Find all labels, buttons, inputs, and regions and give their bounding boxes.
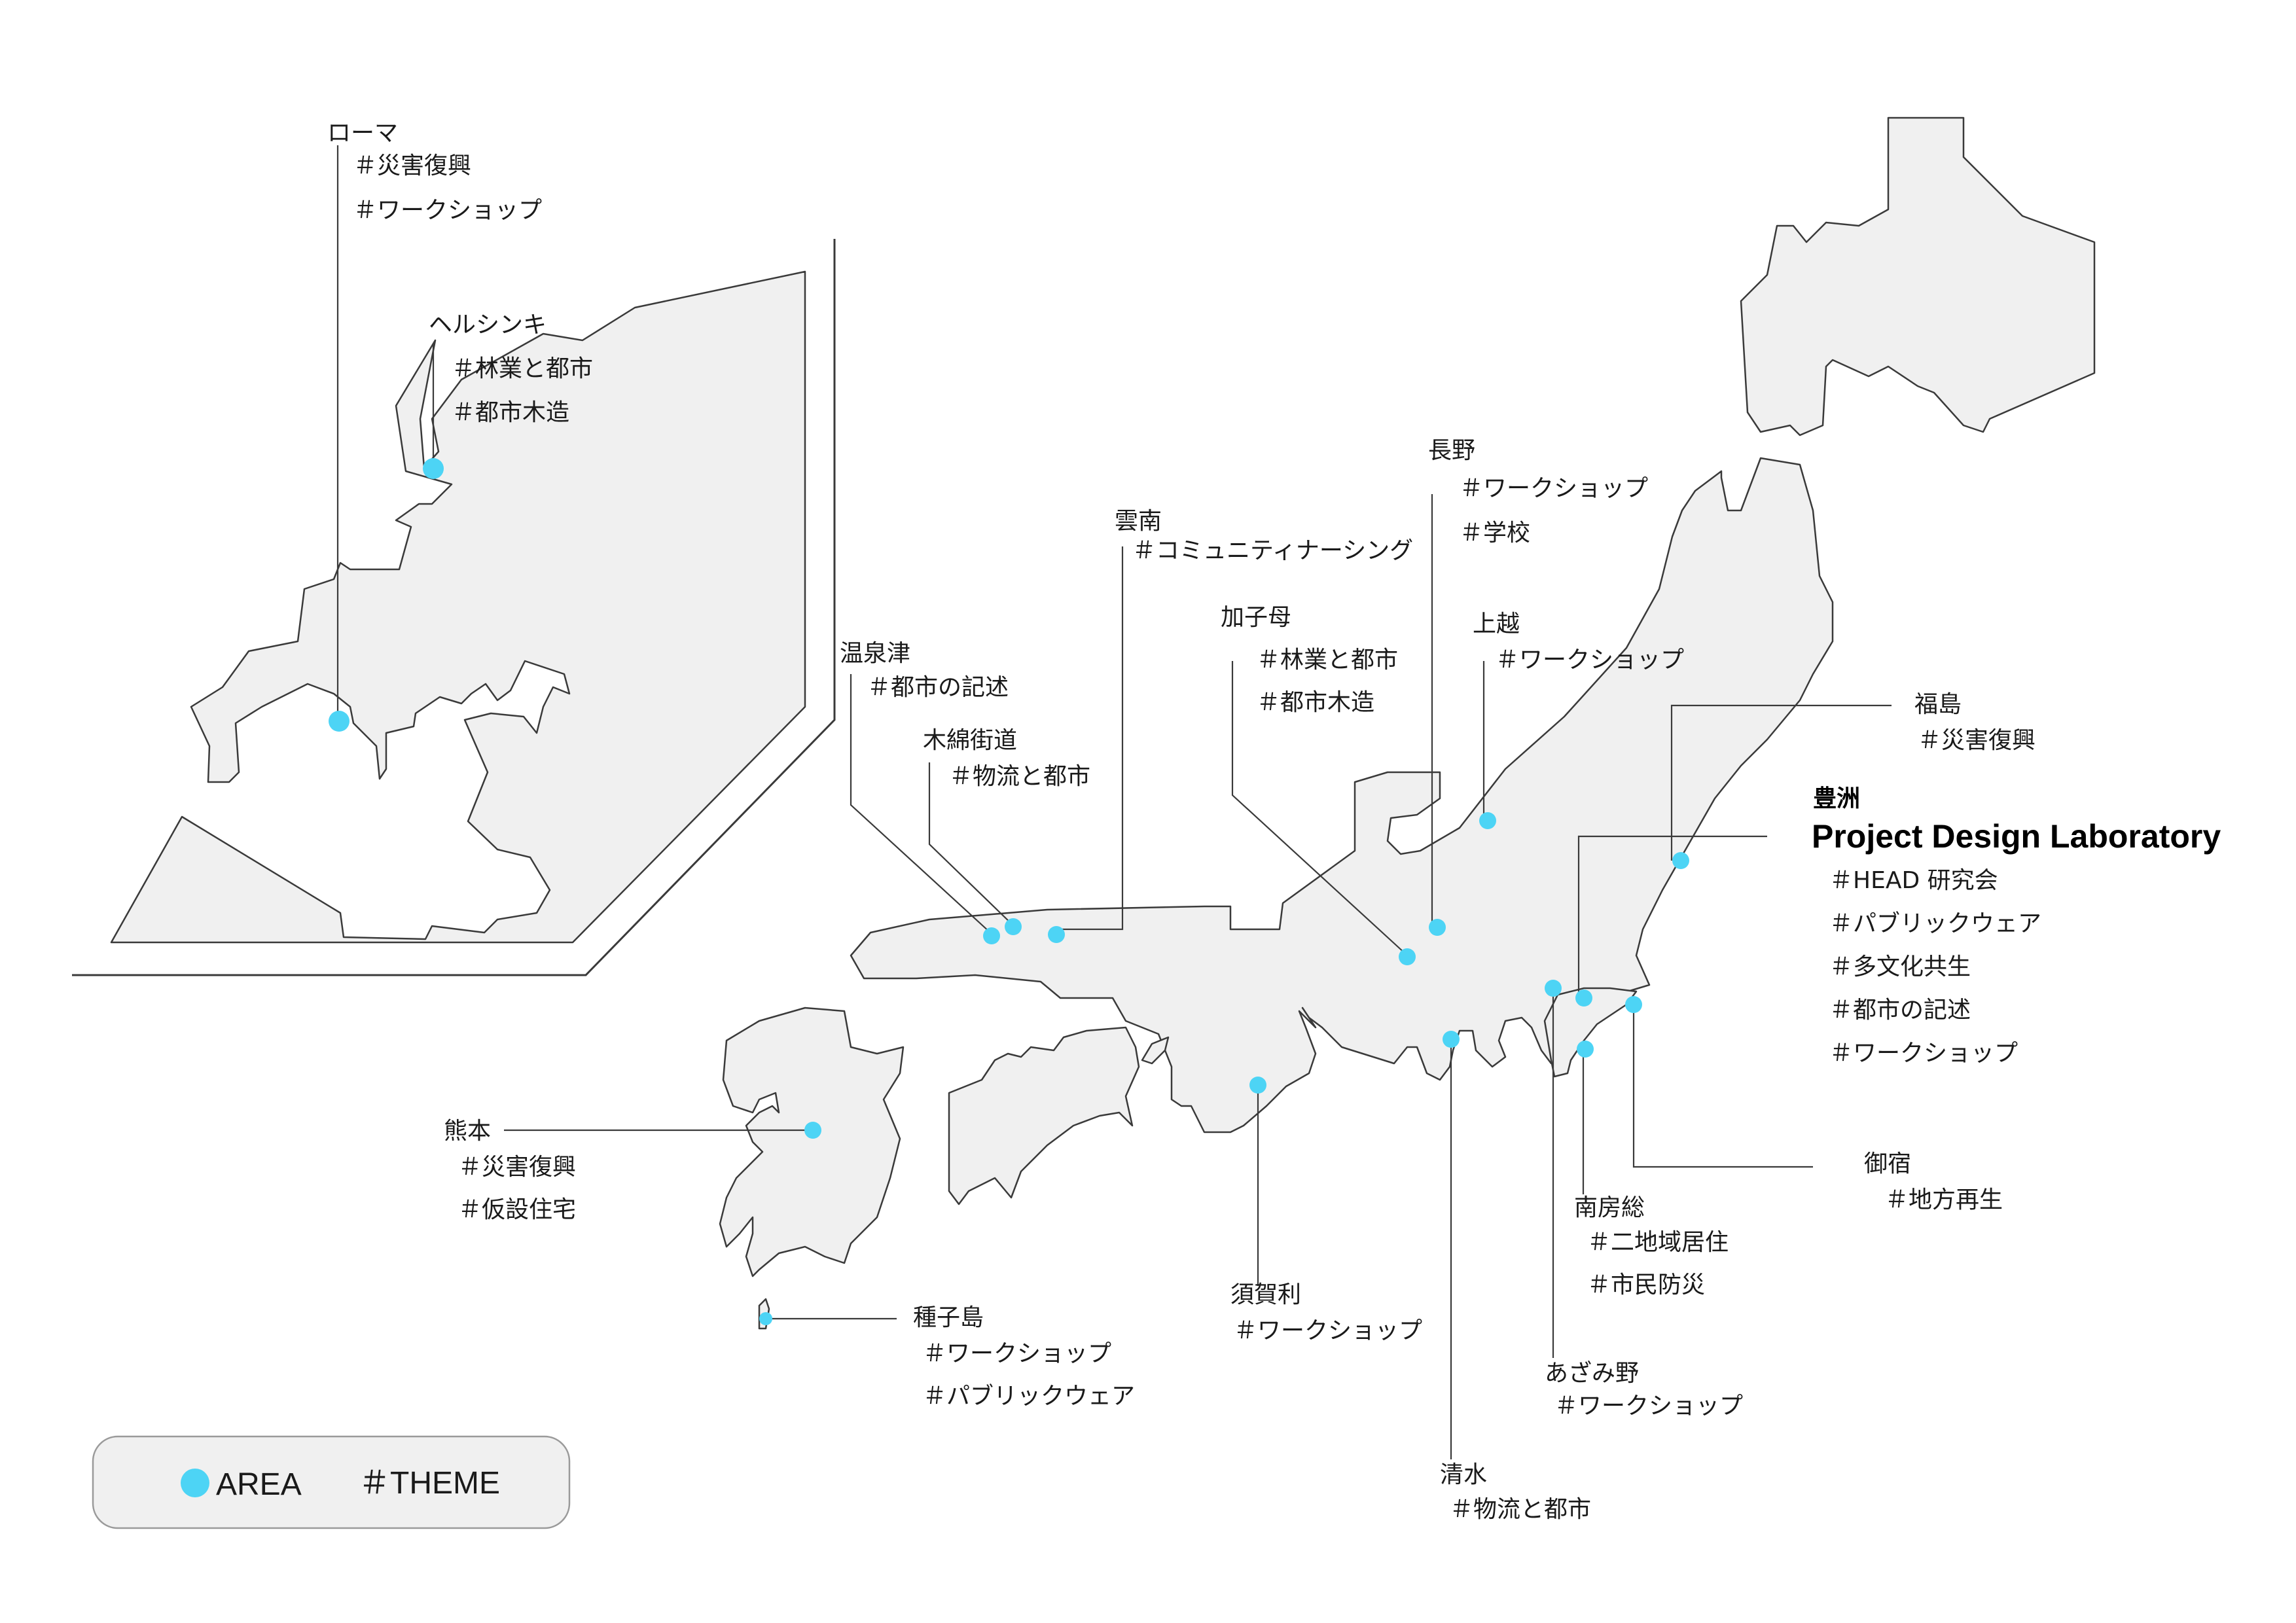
theme-label: ＃多文化共生 bbox=[1829, 954, 1971, 980]
europe-inset-frame bbox=[72, 239, 836, 976]
kyushu-landmass bbox=[719, 1007, 905, 1277]
theme-label: ＃ワークショップ bbox=[923, 1340, 1111, 1367]
hq-subtitle: Project Design Laboratory bbox=[1812, 818, 2221, 855]
legend-area-dot bbox=[181, 1469, 209, 1497]
place-name-sugari: 須賀利 bbox=[1230, 1281, 1301, 1308]
leader-line bbox=[928, 762, 1014, 926]
boso-peninsula-landmass bbox=[1543, 987, 1638, 1078]
area-dot-kashimo bbox=[1399, 948, 1416, 965]
area-dot-helsinki bbox=[423, 458, 444, 479]
area-dot-yunotsu bbox=[983, 927, 1000, 944]
leader-line bbox=[1632, 1006, 1813, 1168]
area-dot-unnan bbox=[1048, 926, 1065, 943]
place-name-nagano: 長野 bbox=[1428, 437, 1475, 464]
theme-label: ＃コミュニティナーシング bbox=[1132, 537, 1413, 564]
area-dot-azamino bbox=[1545, 980, 1562, 997]
leader-line bbox=[1577, 835, 1767, 998]
place-name-kashimo: 加子母 bbox=[1221, 604, 1291, 631]
leader-line bbox=[850, 674, 991, 933]
leader-line bbox=[1231, 661, 1406, 954]
legend-theme-label: ＃THEME bbox=[359, 1466, 500, 1501]
place-name-helsinki: ヘルシンキ bbox=[429, 312, 547, 338]
area-dot-tanegashima bbox=[759, 1312, 772, 1325]
theme-label: ＃都市の記述 bbox=[1829, 997, 1971, 1024]
theme-label: ＃ワークショップ bbox=[1829, 1040, 2018, 1067]
legend-area-label: AREA bbox=[216, 1467, 302, 1502]
area-dot-toyosu bbox=[1575, 990, 1592, 1007]
theme-label: ＃災害復興 bbox=[1918, 727, 2036, 754]
place-name-momen-kaido: 木綿街道 bbox=[923, 727, 1017, 754]
leader-line bbox=[1051, 546, 1124, 931]
place-name-yunotsu: 温泉津 bbox=[840, 640, 910, 667]
theme-label: ＃災害復興 bbox=[353, 152, 471, 179]
area-dot-onjuku bbox=[1625, 996, 1642, 1013]
theme-label: ＃市民防災 bbox=[1587, 1272, 1705, 1298]
legend-box bbox=[92, 1435, 571, 1529]
theme-label: ＃パブリックウェア bbox=[1829, 910, 2041, 937]
theme-label: ＃HEAD 研究会 bbox=[1829, 867, 1998, 894]
theme-label: ＃ワークショップ bbox=[1496, 647, 1684, 673]
theme-label: ＃二地域居住 bbox=[1587, 1229, 1729, 1256]
place-name-tanegashima: 種子島 bbox=[913, 1304, 984, 1331]
theme-label: ＃ワークショップ bbox=[1460, 475, 1648, 502]
theme-label: ＃地方再生 bbox=[1885, 1186, 2003, 1213]
theme-label: ＃都市木造 bbox=[1257, 689, 1374, 716]
theme-label: ＃都市木造 bbox=[452, 399, 569, 426]
area-dot-kumamoto bbox=[804, 1122, 821, 1139]
place-name-kumamoto: 熊本 bbox=[444, 1118, 491, 1145]
place-name-fukushima: 福島 bbox=[1914, 691, 1962, 718]
theme-label: ＃林業と都市 bbox=[452, 355, 593, 382]
theme-label: ＃ワークショップ bbox=[1554, 1393, 1743, 1419]
area-dot-momen-kaido bbox=[1005, 918, 1022, 935]
theme-label: ＃林業と都市 bbox=[1257, 647, 1398, 673]
theme-label: ＃物流と都市 bbox=[949, 763, 1090, 790]
area-dot-rome bbox=[329, 711, 350, 732]
leader-line bbox=[1670, 704, 1892, 861]
theme-label: ＃都市の記述 bbox=[867, 674, 1009, 701]
theme-label: ＃物流と都市 bbox=[1450, 1496, 1591, 1523]
area-dot-joetsu bbox=[1479, 812, 1496, 829]
area-dot-nagano bbox=[1429, 919, 1446, 936]
area-dot-minamiboso bbox=[1577, 1041, 1594, 1058]
europe-inset bbox=[72, 145, 836, 976]
hq-name: 豊洲 bbox=[1813, 785, 1860, 812]
place-name-shimizu: 清水 bbox=[1440, 1461, 1487, 1488]
theme-label: ＃仮設住宅 bbox=[458, 1196, 576, 1223]
europe-landmass bbox=[110, 270, 806, 944]
area-dot-fukushima bbox=[1672, 852, 1689, 869]
shikoku-landmass bbox=[948, 1026, 1140, 1205]
place-name-unnan: 雲南 bbox=[1115, 508, 1162, 535]
place-name-rome: ローマ bbox=[327, 120, 398, 147]
awaji-island-landmass bbox=[1141, 1036, 1170, 1065]
area-dot-sugari bbox=[1249, 1077, 1266, 1094]
theme-label: ＃ワークショップ bbox=[1234, 1317, 1422, 1344]
area-dot-shimizu bbox=[1443, 1031, 1460, 1048]
hokkaido-landmass bbox=[1740, 116, 2096, 437]
place-name-onjuku: 御宿 bbox=[1864, 1150, 1911, 1177]
place-name-azamino: あざみ野 bbox=[1545, 1360, 1639, 1387]
japan-map bbox=[504, 116, 2096, 1459]
theme-label: ＃ワークショップ bbox=[353, 197, 542, 224]
theme-label: ＃災害復興 bbox=[458, 1154, 576, 1181]
place-name-joetsu: 上越 bbox=[1473, 611, 1520, 637]
theme-label: ＃学校 bbox=[1460, 520, 1530, 546]
legend: AREA ＃THEME bbox=[92, 1435, 571, 1529]
theme-label: ＃パブリックウェア bbox=[923, 1383, 1135, 1410]
place-name-minamiboso: 南房総 bbox=[1574, 1194, 1645, 1221]
labels: ローマ ＃災害復興 ＃ワークショップ ヘルシンキ ＃林業と都市 ＃都市木造 長野… bbox=[327, 120, 2221, 1523]
